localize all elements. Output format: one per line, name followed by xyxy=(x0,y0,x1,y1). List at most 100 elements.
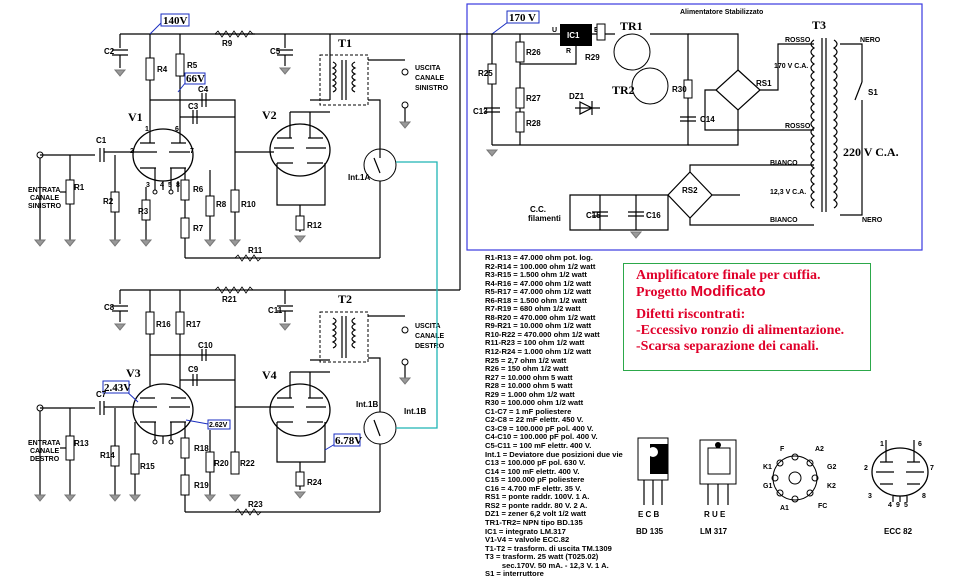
svg-text:TR1: TR1 xyxy=(620,19,643,33)
svg-text:F: F xyxy=(780,446,785,453)
svg-text:E C B: E C B xyxy=(638,510,660,519)
note-line4: -Eccessivo ronzio di alimentazione. xyxy=(636,323,845,338)
svg-text:SINISTRO: SINISTRO xyxy=(28,203,62,210)
svg-text:ENTRATA: ENTRATA xyxy=(28,187,60,194)
legend-line: R3-R15 = 1.500 ohm 1/2 watt xyxy=(485,270,587,280)
svg-text:K1: K1 xyxy=(763,464,772,471)
svg-text:IC1: IC1 xyxy=(567,31,580,40)
svg-text:ENTRATA: ENTRATA xyxy=(28,440,60,447)
svg-text:R13: R13 xyxy=(74,439,89,448)
legend-line: T3 = trasform. 25 watt (T025.02) xyxy=(485,552,599,562)
psu-title: Alimentatore Stabilizzato xyxy=(680,9,763,16)
svg-text:LM 317: LM 317 xyxy=(700,527,728,536)
legend-line: DZ1 = zener 6,2 volt 1/2 watt xyxy=(485,509,587,519)
legend-line: sec.170V. 50 mA. - 12,3 V. 1 A. xyxy=(485,560,609,570)
svg-text:R5: R5 xyxy=(187,61,198,70)
legend-line: R10-R22 = 470.000 ohm 1/2 watt xyxy=(485,329,600,339)
svg-text:C2: C2 xyxy=(104,47,115,56)
svg-text:A1: A1 xyxy=(780,505,789,512)
svg-text:R30: R30 xyxy=(672,85,687,94)
svg-text:R6: R6 xyxy=(193,185,204,194)
svg-text:R9: R9 xyxy=(222,39,233,48)
legend-line: TR1-TR2= NPN tipo BD.135 xyxy=(485,517,583,527)
svg-text:RS2: RS2 xyxy=(682,186,698,195)
svg-text:R2: R2 xyxy=(103,197,114,206)
svg-text:R12: R12 xyxy=(307,221,322,230)
note-line3: Difetti riscontrati: xyxy=(636,307,746,322)
voltage-tag-243v: 2.43V xyxy=(104,382,131,394)
svg-text:R: R xyxy=(566,48,571,55)
voltage-tag-66v: 66V xyxy=(186,73,205,85)
svg-text:Int.1B: Int.1B xyxy=(356,400,378,409)
svg-text:V4: V4 xyxy=(262,368,277,382)
svg-text:12,3 V C.A.: 12,3 V C.A. xyxy=(770,189,806,196)
svg-text:7: 7 xyxy=(930,465,934,472)
note-line1: Amplificatore finale per cuffia. xyxy=(636,268,821,283)
svg-text:7: 7 xyxy=(190,148,194,155)
voltage-tag-140v: 140V xyxy=(163,15,188,27)
voltage-tag-262v: 2.62V xyxy=(209,422,228,429)
svg-text:T1: T1 xyxy=(338,36,352,50)
legend-line: R8-R20 = 470.000 ohm 1/2 watt xyxy=(485,312,596,322)
svg-text:G2: G2 xyxy=(827,464,836,471)
svg-text:C7: C7 xyxy=(96,390,107,399)
svg-text:C15: C15 xyxy=(586,211,601,220)
svg-text:ECC 82: ECC 82 xyxy=(884,527,913,536)
svg-text:R23: R23 xyxy=(248,500,263,509)
svg-text:170 V C.A.: 170 V C.A. xyxy=(774,63,808,70)
note-box: Amplificatore finale per cuffia. Progett… xyxy=(623,263,871,371)
svg-text:CANALE: CANALE xyxy=(30,448,59,455)
svg-text:R10: R10 xyxy=(241,200,256,209)
svg-text:R3: R3 xyxy=(138,207,149,216)
svg-text:3: 3 xyxy=(868,493,872,500)
legend-line: R25 = 2,7 ohm 1/2 watt xyxy=(485,355,567,365)
legend-line: R5-R17 = 47.000 ohm 1/2 watt xyxy=(485,287,592,297)
svg-text:1: 1 xyxy=(145,126,149,133)
svg-text:220 V C.A.: 220 V C.A. xyxy=(843,145,899,159)
legend-line: C16 = 4.700 mF elettr. 35 V. xyxy=(485,483,582,493)
note-line5: -Scarsa separazione dei canali. xyxy=(636,339,819,354)
svg-text:C1: C1 xyxy=(96,136,107,145)
ic1-block xyxy=(560,24,592,46)
svg-text:DESTRO: DESTRO xyxy=(30,456,60,463)
svg-text:DZ1: DZ1 xyxy=(569,92,585,101)
legend-line: C2-C8 = 22 mF elettr. 450 V. xyxy=(485,415,584,425)
svg-text:Int.1A: Int.1A xyxy=(348,173,370,182)
svg-text:A2: A2 xyxy=(815,446,824,453)
switch-link xyxy=(396,161,438,429)
svg-text:C3: C3 xyxy=(188,102,199,111)
svg-text:R20: R20 xyxy=(214,459,229,468)
voltage-tag-170v: 170 V xyxy=(509,12,536,24)
svg-text:S1: S1 xyxy=(868,88,878,97)
svg-text:R22: R22 xyxy=(240,459,255,468)
svg-text:C9: C9 xyxy=(188,365,199,374)
svg-text:SINISTRO: SINISTRO xyxy=(415,85,449,92)
svg-text:ROSSO: ROSSO xyxy=(785,37,811,44)
svg-text:USCITA: USCITA xyxy=(415,65,441,72)
svg-text:C4: C4 xyxy=(198,85,209,94)
svg-text:V2: V2 xyxy=(262,108,277,122)
svg-text:BD 135: BD 135 xyxy=(636,527,664,536)
voltage-tag-678v: 6.78V xyxy=(335,435,362,447)
svg-text:K2: K2 xyxy=(827,483,836,490)
svg-text:R17: R17 xyxy=(186,320,201,329)
svg-text:BIANCO: BIANCO xyxy=(770,217,798,224)
svg-text:R U E: R U E xyxy=(704,510,726,519)
svg-text:3: 3 xyxy=(146,182,150,189)
svg-text:R24: R24 xyxy=(307,478,322,487)
legend-line: R12-R24 = 1.000 ohm 1/2 watt xyxy=(485,347,592,357)
svg-text:CANALE: CANALE xyxy=(415,333,444,340)
legend-line: R30 = 100.000 ohm 1/2 watt xyxy=(485,398,584,408)
svg-text:R15: R15 xyxy=(140,462,155,471)
legend-line: R29 = 1.000 ohm 1/2 watt xyxy=(485,389,575,399)
legend-line: R6-R18 = 1.500 ohm 1/2 watt xyxy=(485,295,587,305)
svg-text:9: 9 xyxy=(896,502,900,509)
legend-line: S1 = interruttore xyxy=(485,569,544,579)
svg-text:filamenti: filamenti xyxy=(528,214,561,223)
svg-text:5: 5 xyxy=(904,502,908,509)
svg-text:Int.1B: Int.1B xyxy=(404,407,426,416)
right-channel: C8 R21 C11 R16 R17 V3 C9 C10 2.43V 2.62V… xyxy=(28,161,460,516)
legend-line: C13 = 100.000 pF pol. 630 V. xyxy=(485,458,586,468)
